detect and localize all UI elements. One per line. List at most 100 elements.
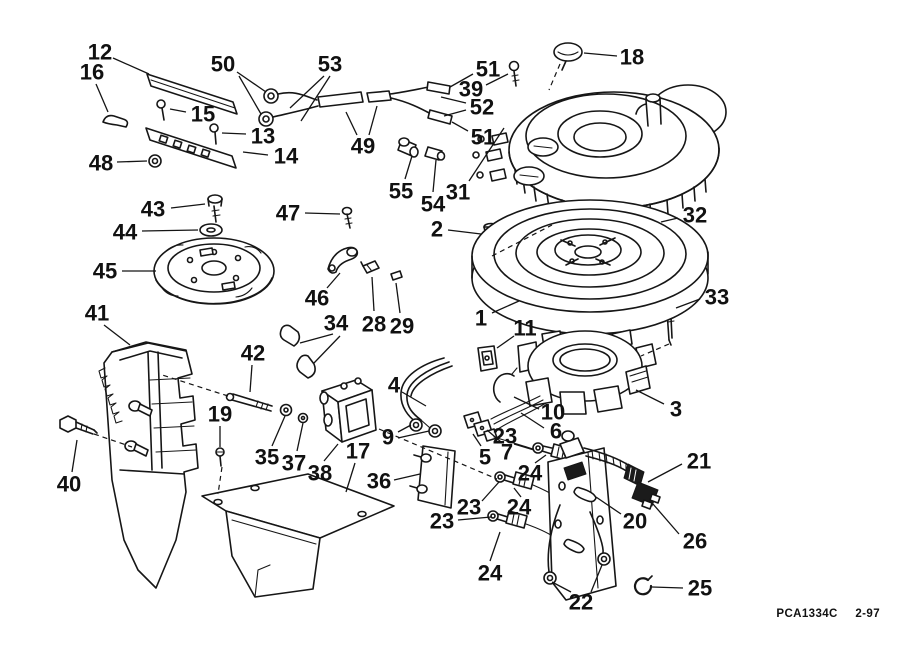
callout-48: 48 [89, 151, 113, 176]
callout-9: 9 [382, 425, 394, 450]
alignment-dashes [93, 63, 670, 495]
callout-24c: 24 [478, 561, 503, 586]
callout-53: 53 [318, 52, 342, 77]
leader-7 [486, 429, 502, 443]
leader-13 [221, 132, 247, 135]
leader-43 [170, 203, 206, 209]
callout-4: 4 [388, 373, 401, 398]
leader-52 [443, 109, 467, 117]
callout-42: 42 [241, 341, 265, 366]
callout-23b: 23 [457, 495, 481, 520]
stud-and-washers-art [215, 392, 309, 467]
leader-38 [323, 443, 339, 462]
leader-20 [595, 496, 622, 515]
leader-41 [103, 324, 131, 346]
callout-23c: 23 [430, 509, 454, 534]
flywheel-art [471, 199, 709, 335]
leader-37 [296, 422, 304, 452]
drawing-footer: PCA1334C 2-97 [762, 608, 880, 620]
leader-50 [238, 75, 262, 115]
leader-4 [401, 391, 427, 407]
harness-art [400, 357, 534, 450]
callout-50: 50 [211, 52, 235, 77]
callout-40: 40 [57, 472, 81, 497]
callout-1: 1 [475, 306, 487, 331]
bracket-and-cable-art [543, 430, 661, 601]
callout-29: 29 [390, 314, 414, 339]
callout-17: 17 [346, 439, 370, 464]
callout-51a: 51 [476, 57, 500, 82]
leader-51a [449, 73, 474, 88]
leader-35 [271, 415, 286, 447]
leader-23a [513, 443, 535, 451]
callout-22: 22 [569, 590, 593, 615]
leader-5 [472, 433, 482, 447]
callout-13: 13 [251, 124, 275, 149]
leader-17 [345, 462, 356, 493]
leader-12 [112, 57, 150, 75]
dash-line-2 [548, 63, 561, 91]
leader-6 [520, 412, 545, 429]
ignition-coil-art [319, 377, 377, 443]
leader-53 [289, 75, 325, 109]
callout-19: 19 [208, 402, 232, 427]
leader-50 [236, 71, 267, 93]
leader-21 [647, 463, 683, 483]
leader-34 [299, 333, 334, 344]
leader-23c [457, 516, 492, 521]
heat-sink-art [59, 341, 199, 589]
armature-housing-art [472, 84, 727, 223]
leader-23b [481, 481, 500, 502]
leader-15 [169, 108, 187, 113]
dash-line-4 [93, 433, 133, 448]
screw-39-art [508, 60, 520, 87]
callout-46: 46 [305, 286, 329, 311]
callout-28: 28 [362, 312, 386, 337]
callout-33: 33 [705, 285, 729, 310]
dash-line-0 [491, 224, 553, 257]
leader-25 [651, 586, 684, 589]
callout-20: 20 [623, 509, 647, 534]
leader-24c [489, 531, 501, 562]
leader-36 [393, 473, 421, 481]
leader-40 [71, 439, 78, 473]
leader-34 [313, 335, 341, 364]
leader-22 [590, 564, 603, 593]
leader-53 [300, 75, 331, 122]
callout-5: 5 [479, 445, 491, 470]
leader-28 [371, 276, 375, 312]
seal-cap-art [553, 42, 583, 71]
callout-24b: 24 [507, 495, 532, 520]
leader-39 [485, 73, 509, 86]
leader-24a [534, 454, 547, 464]
callout-25: 25 [688, 576, 712, 601]
bullet-connectors-art [397, 137, 446, 161]
leader-46 [326, 272, 341, 289]
callout-6: 6 [550, 419, 562, 444]
callout-15: 15 [191, 102, 215, 127]
callout-18: 18 [620, 45, 644, 70]
callout-31: 31 [446, 180, 470, 205]
leader-14 [242, 151, 269, 156]
leader-1 [491, 300, 520, 314]
leader-11 [496, 335, 515, 349]
spark-plug-leads-art [258, 81, 453, 127]
callout-24a: 24 [518, 461, 543, 486]
callout-37: 37 [282, 451, 306, 476]
leader-54 [432, 159, 437, 193]
drawing-code: PCA1334C [776, 608, 838, 620]
callout-16: 16 [80, 60, 104, 85]
callout-52: 52 [470, 95, 494, 120]
callout-44: 44 [113, 220, 138, 245]
callout-55: 55 [389, 179, 413, 204]
lever-and-boots-art [279, 246, 403, 379]
diagram-artwork [59, 42, 727, 601]
stator-art [477, 329, 657, 430]
callout-36: 36 [367, 469, 391, 494]
leader-lines [71, 52, 701, 593]
callout-35: 35 [255, 445, 279, 470]
leader-47 [304, 212, 341, 215]
leader-22 [551, 581, 572, 593]
